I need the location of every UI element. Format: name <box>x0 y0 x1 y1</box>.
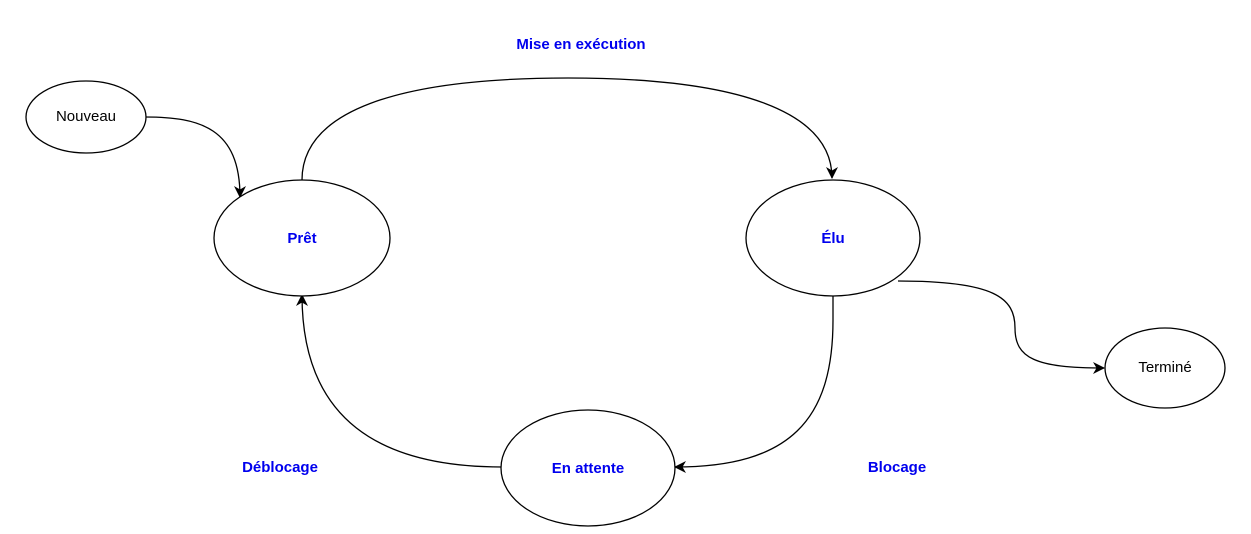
node-en-attente-label: En attente <box>552 460 625 477</box>
node-nouveau-label: Nouveau <box>56 108 116 125</box>
edge-elu-to-termine <box>897 280 1105 374</box>
edge-label-blocage: Blocage <box>868 459 926 476</box>
edge-label-mise-en-execution: Mise en exécution <box>516 36 645 53</box>
edge-elu-to-en-attente <box>674 296 834 473</box>
node-pret: Prêt <box>213 179 391 297</box>
edge-en-attente-to-pret <box>296 294 503 468</box>
node-termine-label: Terminé <box>1138 359 1191 376</box>
node-pret-label: Prêt <box>287 230 316 247</box>
node-en-attente: En attente <box>500 409 676 527</box>
node-elu: Élu <box>745 179 921 297</box>
edge-label-deblocage: Déblocage <box>242 459 318 476</box>
node-elu-label: Élu <box>821 230 844 247</box>
node-nouveau: Nouveau <box>25 80 147 154</box>
edge-pret-to-elu <box>301 77 838 181</box>
edge-nouveau-to-pret <box>144 116 246 198</box>
node-termine: Terminé <box>1104 327 1226 409</box>
